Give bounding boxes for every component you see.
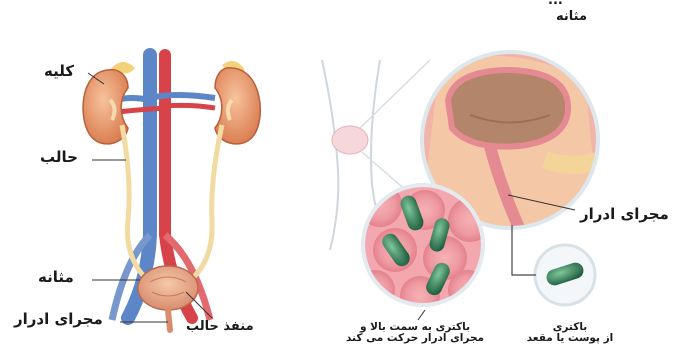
ureter-right xyxy=(188,125,222,282)
zoom-connector-top xyxy=(360,60,430,128)
small-bladder-silhouette xyxy=(332,126,368,154)
left-urinary-system xyxy=(83,55,260,330)
renal-artery-left xyxy=(118,108,165,112)
label-bacteria-upward: باکتری به سمت بالا و مجرای ادرار حرکت می… xyxy=(330,322,500,344)
label-ureter: حالب xyxy=(40,150,78,166)
bladder-left-diagram xyxy=(138,266,198,310)
label-urethra-zoom: مجرای ادرار xyxy=(580,207,669,223)
label-top-cut: ... xyxy=(548,0,563,8)
urethra-left-diagram xyxy=(168,310,170,330)
label-bacteria-source-line2: از پوست یا مقعد xyxy=(520,333,620,344)
renal-vein-right xyxy=(150,95,215,98)
label-urethra: مجرای ادرار xyxy=(14,312,103,328)
label-bacteria-source: باکتری از پوست یا مقعد xyxy=(520,322,620,344)
label-bladder: مثانه xyxy=(38,270,74,286)
bladder-lining xyxy=(448,70,568,147)
right-bladder-zoom xyxy=(322,50,600,320)
pointer-upward xyxy=(418,310,425,320)
pointer-to-small-circle xyxy=(512,225,536,275)
label-bladder-zoom: مثانه xyxy=(556,10,587,24)
label-ureter-orifice: منفذ حالب xyxy=(186,320,254,334)
label-bacteria-upward-line2: مجرای ادرار حرکت می کند xyxy=(330,333,500,344)
label-kidney: کلیه xyxy=(44,64,74,80)
renal-artery-right xyxy=(165,105,215,108)
